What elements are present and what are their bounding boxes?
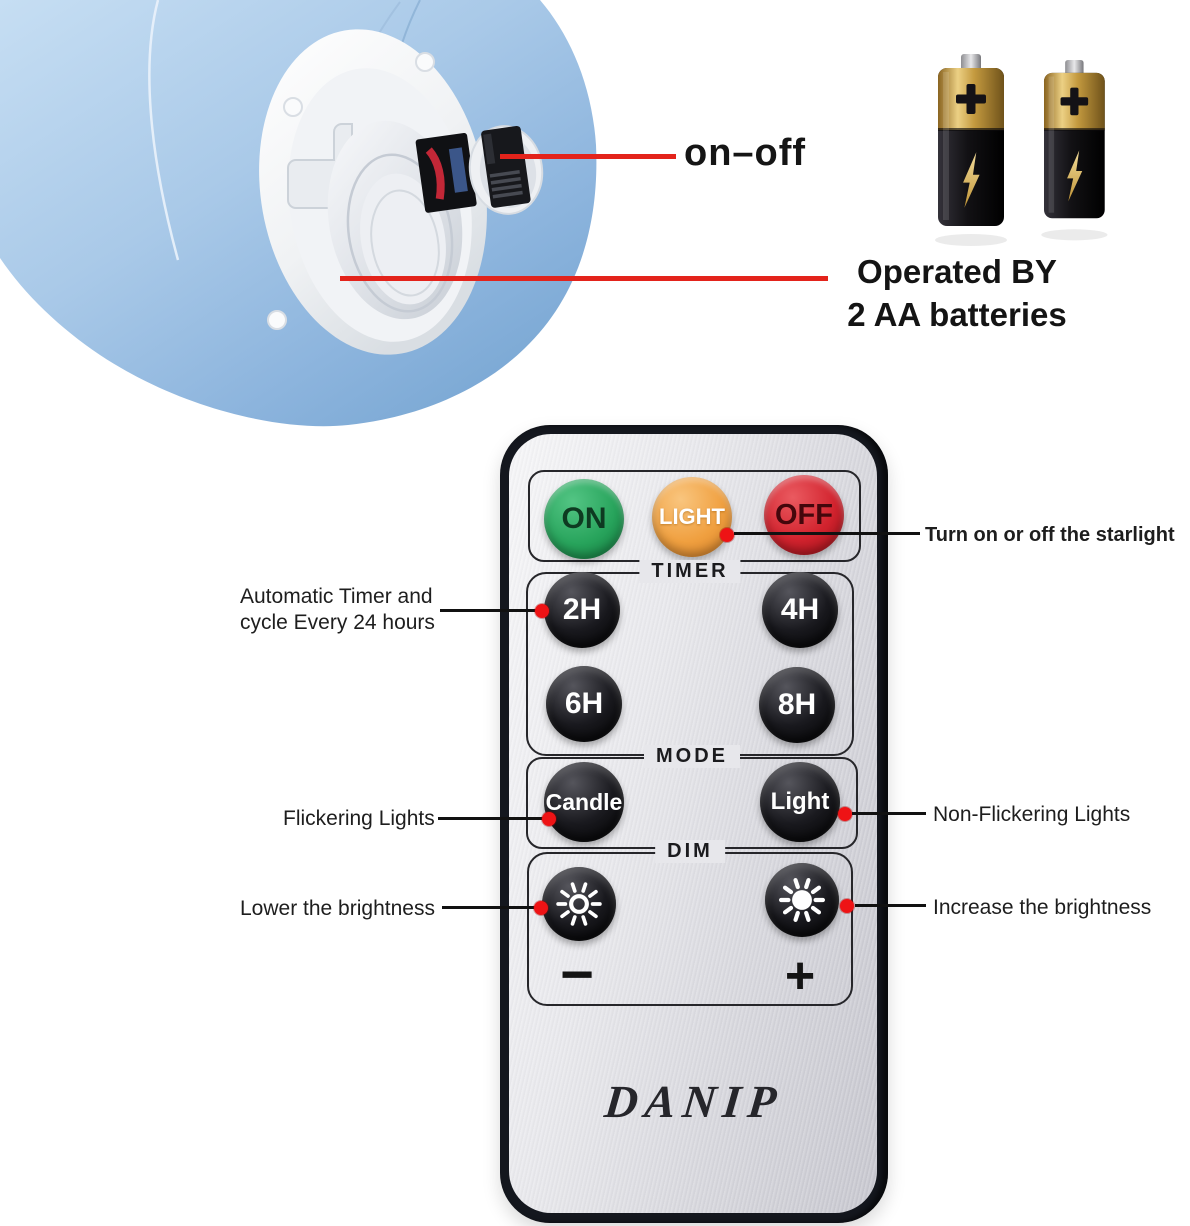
onoff-pointer-line xyxy=(500,154,676,159)
dim-plus-sign: + xyxy=(784,947,816,1005)
callout-dot-dimplus xyxy=(840,899,854,913)
dim-minus-sign: − xyxy=(560,942,594,1007)
red-wire xyxy=(425,147,445,200)
battery-plus-icon xyxy=(956,84,986,114)
timer-group: TIMER 2H 4H 6H 8H xyxy=(526,560,854,756)
lightning-bolt-icon xyxy=(963,152,980,208)
timer-2h-label: 2H xyxy=(562,593,602,626)
battery-caption-line1: Operated BY xyxy=(857,253,1057,290)
screw-post xyxy=(283,97,303,117)
remote-light-button: LIGHT xyxy=(652,477,732,557)
battery-pointer-line xyxy=(340,276,828,281)
battery-caption: Operated BY 2 AA batteries xyxy=(822,250,1092,336)
callout-light: Turn on or off the starlight xyxy=(925,524,1175,546)
mode-candle-label: Candle xyxy=(545,788,623,815)
dim-increase-button xyxy=(765,863,839,937)
callout-dim-minus: Lower the brightness xyxy=(240,897,435,920)
battery-terminal-cap xyxy=(961,54,981,72)
callout-dot-timer xyxy=(535,604,549,618)
battery-1 xyxy=(935,54,1007,246)
callout-line-dimminus xyxy=(442,906,541,909)
screw-post xyxy=(267,310,287,330)
on-button-label: ON xyxy=(561,502,607,535)
dim-group: DIM xyxy=(527,840,853,1006)
remote-off-button: OFF xyxy=(764,475,844,555)
callout-line-lightmode xyxy=(852,812,926,815)
blue-wire xyxy=(448,147,468,193)
timer-6h-button: 6H xyxy=(546,666,622,742)
battery-caption-line2: 2 AA batteries xyxy=(847,296,1067,333)
timer-2h-button: 2H xyxy=(544,572,620,648)
callout-dot-lightmode xyxy=(838,807,852,821)
callout-line-dimplus xyxy=(855,904,926,907)
callout-dot-light xyxy=(720,528,734,542)
callout-candle-mode: Flickering Lights xyxy=(283,807,435,830)
callout-light-mode: Non-Flickering Lights xyxy=(933,803,1131,826)
battery-plus-icon xyxy=(1060,87,1089,116)
power-button-group: ON LIGHT OFF xyxy=(528,470,861,562)
dim-group-label: DIM xyxy=(655,840,725,863)
mode-light-button: Light xyxy=(760,762,840,842)
on-off-switch xyxy=(468,125,544,215)
dim-decrease-button xyxy=(542,867,616,941)
wax-seam xyxy=(148,0,180,261)
battery-2 xyxy=(1041,60,1108,241)
timer-8h-button: 8H xyxy=(759,667,835,743)
sun-outline-icon xyxy=(556,882,602,926)
timer-6h-label: 6H xyxy=(564,687,604,720)
remote-control: ON LIGHT OFF TIMER 2H 4H 6H 8H xyxy=(500,425,888,1223)
remote-on-button: ON xyxy=(544,479,624,559)
off-button-label: OFF xyxy=(775,498,833,531)
callout-timer: Automatic Timer and cycle Every 24 hours xyxy=(240,584,445,636)
screw-post xyxy=(415,52,435,72)
onoff-label: on–off xyxy=(684,132,807,174)
callout-dim-plus: Increase the brightness xyxy=(933,896,1152,919)
timer-8h-label: 8H xyxy=(777,688,817,721)
mode-candle-button: Candle xyxy=(544,762,624,842)
callout-line-timer xyxy=(440,609,542,612)
battery-terminal-cap xyxy=(1065,60,1084,77)
switch-wire-opening xyxy=(415,132,477,213)
callout-line-candle xyxy=(438,817,549,820)
sun-filled-icon xyxy=(779,878,825,922)
callout-dot-dimminus xyxy=(534,901,548,915)
mode-group-label: MODE xyxy=(644,745,740,768)
timer-4h-label: 4H xyxy=(780,593,820,626)
timer-4h-button: 4H xyxy=(762,572,838,648)
callout-timer-line2: cycle Every 24 hours xyxy=(240,611,435,634)
light-button-label: LIGHT xyxy=(659,504,725,529)
callout-line-light xyxy=(734,532,920,535)
timer-group-label: TIMER xyxy=(639,560,741,583)
candle-bottom-photo xyxy=(0,0,597,427)
brand-logo: DANIP xyxy=(602,1076,786,1127)
mode-light-label: Light xyxy=(770,788,830,815)
callout-timer-line1: Automatic Timer and xyxy=(240,585,433,608)
callout-dot-candle xyxy=(542,812,556,826)
mode-group: MODE Candle Light xyxy=(526,745,858,849)
lightning-bolt-icon xyxy=(1067,150,1083,202)
aa-batteries-illustration xyxy=(935,54,1108,246)
